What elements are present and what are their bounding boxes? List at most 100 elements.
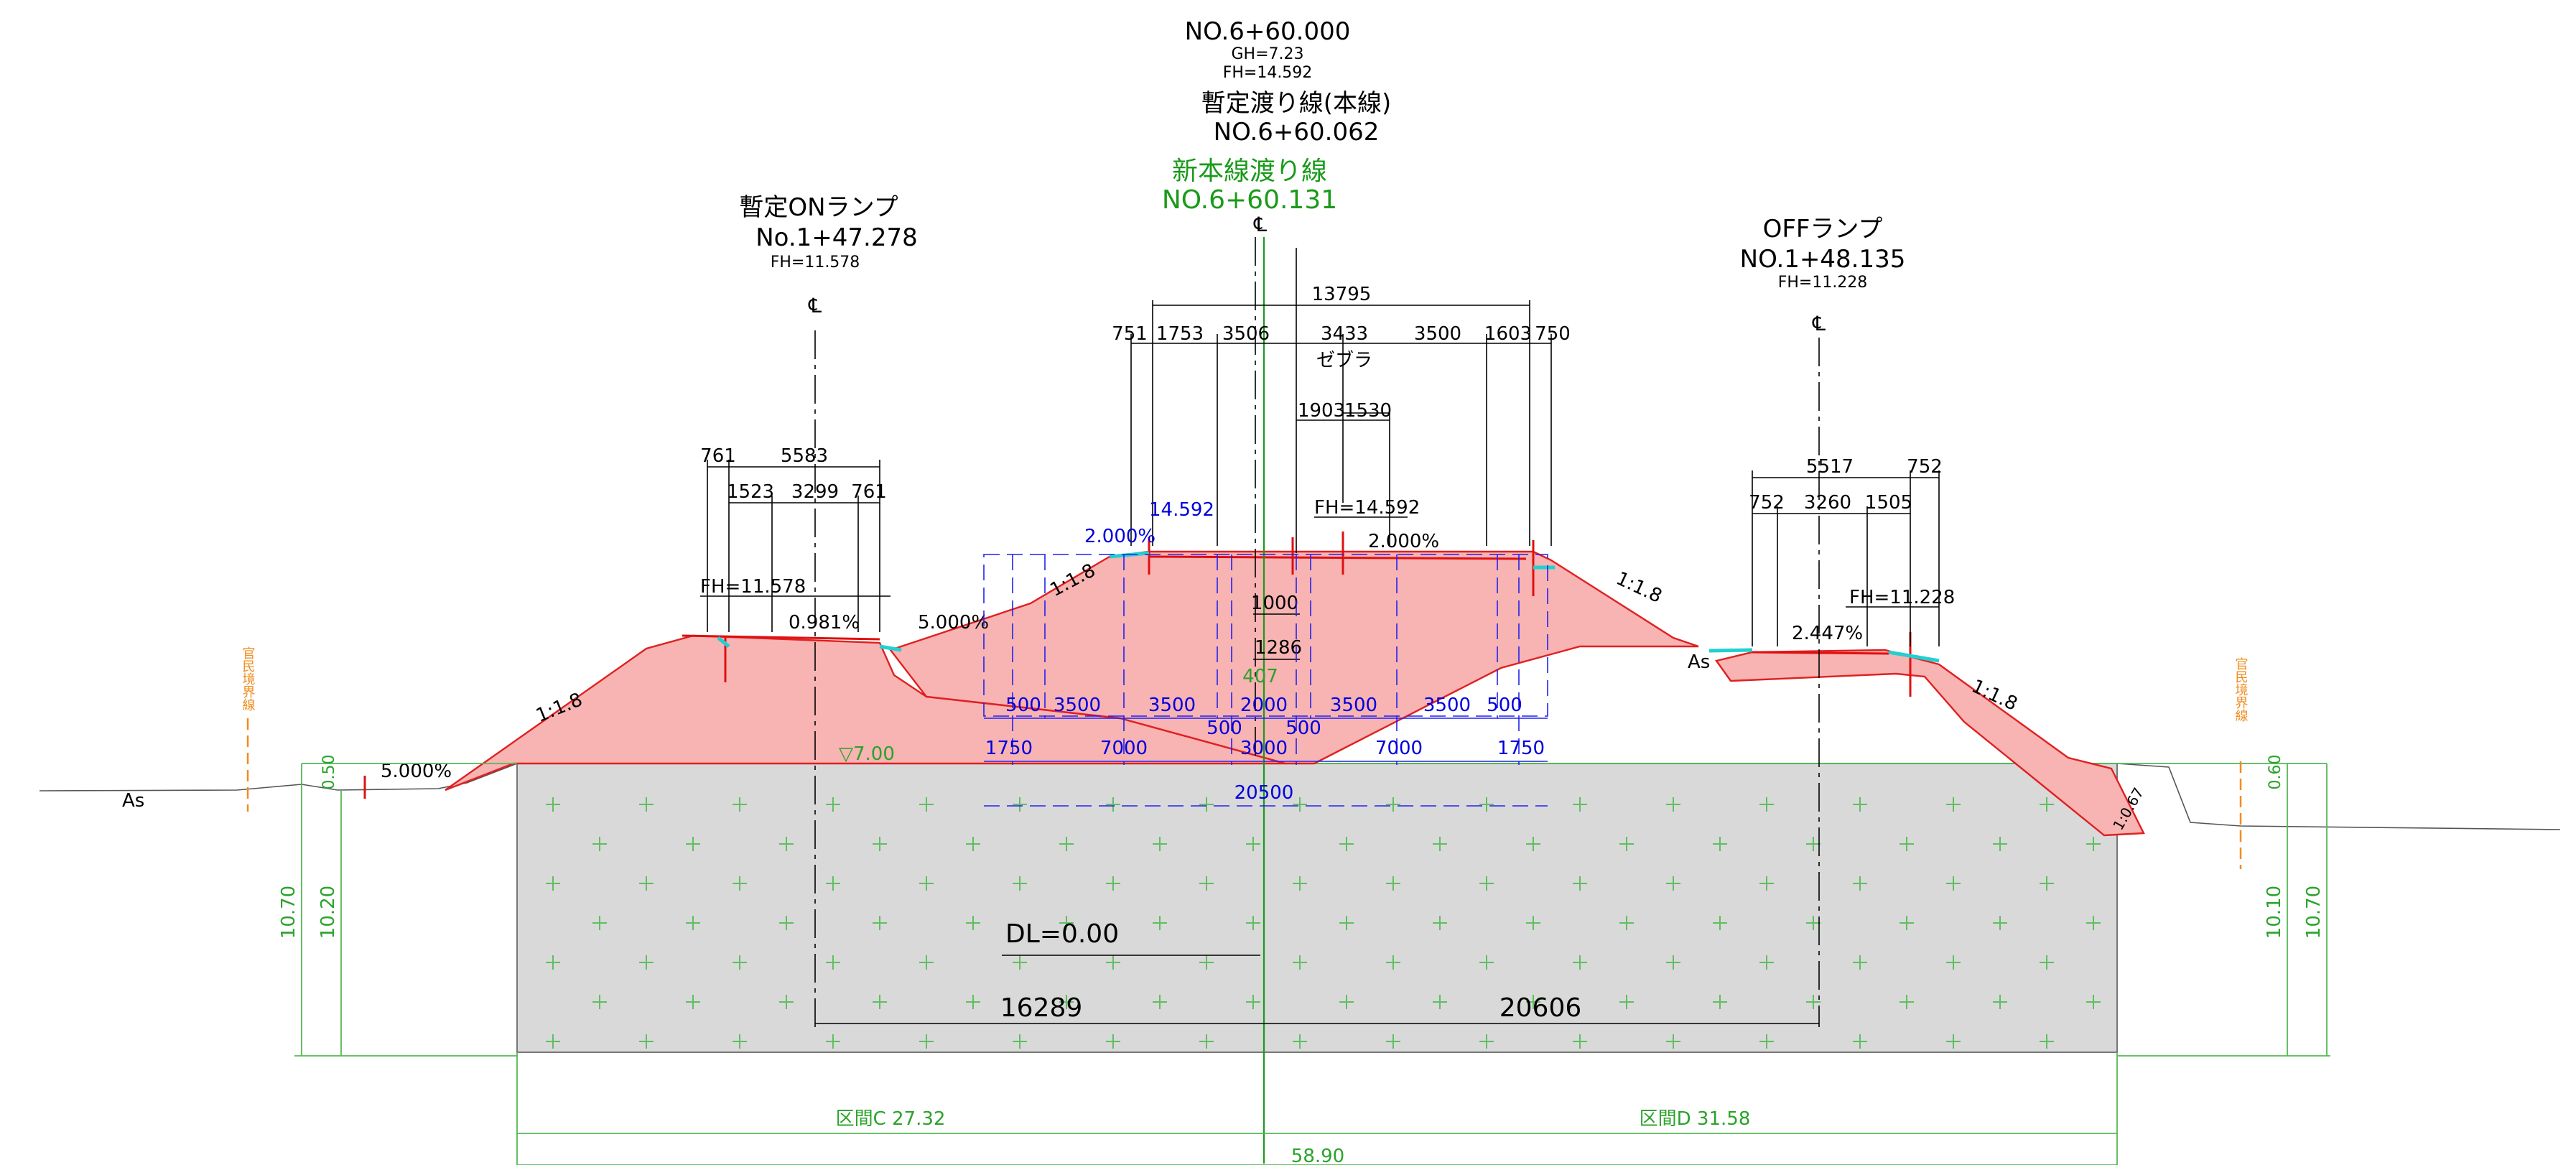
- blue-r2-1: 1750: [985, 738, 1033, 759]
- dim-right-752: 752: [1907, 456, 1943, 478]
- on-ramp-station: No.1+47.278: [755, 223, 918, 252]
- green-bottom-dims: [516, 1052, 2118, 1165]
- left-height-outer: 10.70: [278, 886, 299, 939]
- dim-right-752b: 752: [1749, 492, 1785, 514]
- blue-r1-3: 3500: [1148, 695, 1196, 716]
- new-line-title: 新本線渡り線: [1172, 157, 1327, 186]
- road-surface-center: [1148, 555, 1527, 560]
- on-ramp-fh: FH=11.578: [771, 254, 860, 271]
- blue-r1-5: 3500: [1330, 695, 1377, 716]
- off-ramp-title: OFFランプ: [1763, 215, 1883, 243]
- dim-right-1505: 1505: [1865, 492, 1912, 514]
- road-surface-right: [1752, 651, 1889, 655]
- centerline-symbol-main: ℄: [1253, 213, 1267, 236]
- centerline-symbol-on: ℄: [808, 294, 822, 317]
- dim-seg-6: 1603: [1484, 323, 1532, 345]
- dim-inner-1: 1903: [1298, 400, 1345, 422]
- offset-left: 16289: [1000, 993, 1083, 1023]
- dim-seg-7: 750: [1535, 323, 1571, 345]
- blue-r2-2: 7000: [1100, 738, 1148, 759]
- main-fh: FH=14.592: [1223, 64, 1313, 82]
- slope-center-right: 1:1.8: [1613, 568, 1665, 608]
- section-c: 区間C 27.32: [836, 1108, 946, 1130]
- dim-inner-2: 1530: [1344, 400, 1392, 422]
- embankment-left-ramp: [445, 634, 1286, 792]
- center-fh-blue: 14.592: [1149, 499, 1214, 521]
- zebra-label: ゼブラ: [1316, 350, 1372, 371]
- grade-right-ramp: 2.447%: [1792, 623, 1863, 644]
- blue-r2-3: 3000: [1240, 738, 1288, 759]
- dim-seg-3: 3506: [1222, 323, 1270, 345]
- dim-left-extensions: [707, 460, 880, 632]
- embankment-right-ramp: [1714, 649, 2145, 837]
- drain: [717, 636, 730, 648]
- grade-center-left: 2.000%: [1084, 526, 1156, 547]
- off-ramp-fh: FH=11.228: [1778, 274, 1868, 292]
- blue-r1-4: 2000: [1240, 695, 1288, 716]
- dim-right-5517: 5517: [1806, 456, 1854, 478]
- on-ramp-title: 暫定ONランプ: [739, 193, 898, 222]
- vert-1000: 1000: [1251, 593, 1298, 614]
- dim-total: 13795: [1312, 284, 1372, 305]
- blue-r2-4: 7000: [1375, 738, 1423, 759]
- foundation-block: [516, 763, 2118, 1053]
- drain: [1888, 650, 1940, 663]
- vert-1286: 1286: [1255, 637, 1302, 659]
- dim-seg-2: 1753: [1156, 323, 1204, 345]
- boundary-label-left: 官民境界線: [241, 646, 256, 711]
- blue-r1-2: 3500: [1054, 695, 1101, 716]
- total-length: 58.90: [1291, 1146, 1344, 1165]
- blue-dim-verticals: [1012, 554, 1520, 765]
- blue-r1-6: 3500: [1423, 695, 1471, 716]
- centerline-symbol-off: ℄: [1812, 312, 1826, 335]
- left-fh: FH=11.578: [700, 576, 806, 598]
- dim-left-761: 761: [700, 445, 736, 467]
- blue-r2-5: 1750: [1497, 738, 1545, 759]
- datum-label: DL=0.00: [1005, 919, 1119, 949]
- dim-left-761b: 761: [851, 481, 887, 503]
- ground-line-left: [39, 763, 518, 792]
- temp-line-title: 暫定渡り線(本線): [1201, 89, 1392, 118]
- dim-right-extensions: [1752, 470, 1940, 646]
- ground-level: ▽7.00: [839, 743, 895, 765]
- center-fh: FH=14.592: [1314, 497, 1420, 519]
- main-station: NO.6+60.000: [1185, 17, 1351, 46]
- left-height-top: 0.50: [320, 755, 338, 790]
- left-height-inner: 10.20: [317, 886, 339, 939]
- drain: [1708, 648, 1753, 653]
- off-ramp-station: NO.1+48.135: [1740, 245, 1906, 274]
- center-vertical-dims: [1253, 613, 1300, 660]
- blue-r1-sub-2: 500: [1285, 718, 1321, 739]
- right-fh: FH=11.228: [1849, 587, 1955, 608]
- right-height-top: 0.60: [2266, 755, 2284, 790]
- dim-seg-4: 3433: [1321, 323, 1368, 345]
- blue-r1-1: 500: [1005, 695, 1041, 716]
- section-d: 区間D 31.58: [1640, 1108, 1751, 1130]
- grade-far-left: 5.000%: [381, 761, 452, 782]
- grade-left-ramp: 0.981%: [789, 612, 860, 633]
- right-height-inner: 10.10: [2264, 886, 2285, 939]
- road-surface-left: [682, 634, 880, 641]
- vert-407: 407: [1242, 666, 1278, 687]
- new-line-station: NO.6+60.131: [1162, 185, 1337, 215]
- main-gh: GH=7.23: [1231, 45, 1303, 63]
- dim-left-5583: 5583: [781, 445, 828, 467]
- dim-seg-1: 751: [1112, 323, 1148, 345]
- drain: [879, 644, 902, 652]
- grade-center-right: 2.000%: [1368, 531, 1439, 552]
- dim-right-3260: 3260: [1804, 492, 1851, 514]
- blue-dim-frame: [983, 554, 1548, 717]
- right-height-dims: [2117, 763, 2330, 1057]
- blue-r1-7: 500: [1487, 695, 1522, 716]
- dim-left-3299: 3299: [791, 481, 839, 503]
- pavement-label-right: As: [1688, 651, 1710, 673]
- ground-line-right: [2116, 763, 2561, 830]
- grade-left-shoulder: 5.000%: [918, 612, 989, 633]
- blue-total: 20500: [1234, 782, 1294, 804]
- pavement-label-left: As: [122, 790, 144, 812]
- left-height-dims: [294, 763, 517, 1057]
- dim-seg-5: 3500: [1414, 323, 1461, 345]
- blue-r1-sub-1: 500: [1206, 718, 1242, 739]
- dim-left-1523: 1523: [727, 481, 774, 503]
